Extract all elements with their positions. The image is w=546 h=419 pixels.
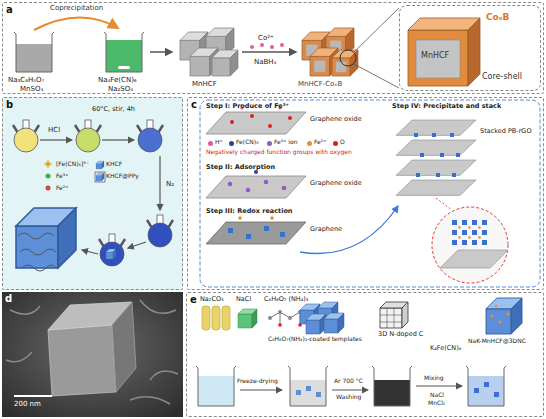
legend-swatch: [208, 141, 213, 146]
label: Ar 700 °C: [334, 378, 363, 385]
label: 60°C, stir, 4h: [92, 106, 135, 113]
label: Negatively charged function groups with …: [206, 149, 352, 156]
legend-text: [Fe(CN)₆]³⁻: [56, 161, 89, 168]
label: NaK-MnHCF@3DNC: [468, 338, 526, 345]
legend-text: Fe(CN)₆: [236, 139, 259, 146]
label: C₆H₈O₇ (NH₄)₃: [264, 296, 308, 303]
label: Step I: Produce of Fe³⁺: [206, 103, 289, 110]
panel-frame: b: [2, 97, 183, 290]
label: Graphene oxide: [310, 180, 362, 187]
panel-frame: e: [186, 292, 544, 417]
legend-swatch: [229, 141, 234, 146]
label: C₆H₈O₇(NH₄)₃-coated templates: [268, 336, 362, 343]
label: 3D N-doped C: [378, 331, 423, 338]
label: NaBH₄: [254, 58, 276, 66]
panel-letter: e: [190, 294, 197, 306]
legend-swatch: [267, 141, 272, 146]
label: NaCl: [430, 392, 444, 399]
shell-label: CoₓB: [486, 12, 509, 22]
label: NaCl: [236, 296, 251, 303]
label: Na₃C₆H₅O₇: [8, 76, 44, 84]
legend-swatch: [307, 141, 312, 146]
legend-text: Fe³⁺: [56, 173, 68, 180]
panel-letter: c: [191, 99, 197, 111]
label: Na₂SO₄: [108, 85, 133, 93]
label: Step II: Adsorption: [206, 164, 275, 171]
label: MnHCF: [192, 80, 217, 88]
label: Coprecipitation: [50, 4, 103, 12]
label: Na₄Fe(CN)₆: [98, 76, 137, 84]
label: Graphene: [310, 226, 342, 233]
label: Co²⁺: [258, 34, 274, 42]
label: Mixing: [424, 375, 444, 382]
label: HCl: [48, 126, 60, 134]
label: Graphene oxide: [310, 116, 362, 123]
label: Step III: Redox reaction: [206, 208, 293, 215]
core-shell-inset: CoₓB MnHCF Core-shell: [399, 5, 541, 91]
legend-text: Fe²⁺: [314, 139, 326, 146]
label: N₂: [166, 180, 174, 188]
legend-text: O: [340, 139, 345, 146]
core-label: MnHCF: [421, 51, 449, 60]
label: Freeze-drying: [237, 378, 278, 385]
panel-frame: c: [187, 97, 544, 290]
legend-text: H⁺: [215, 139, 223, 146]
legend-text: KHCF: [106, 161, 122, 168]
label: MnHCF-CoₓB: [298, 80, 342, 88]
panel-letter: d: [5, 293, 12, 305]
panel-frame: aCoₓB MnHCF Core-shell: [2, 2, 544, 94]
label: K₄Fe(CN)₆: [430, 345, 461, 352]
label: Na₂CO₃: [200, 296, 224, 303]
sem-image-panel: d: [2, 292, 183, 417]
legend-text: Fe²⁺: [56, 185, 68, 192]
panel-letter: a: [6, 4, 13, 16]
label: MnCl₂: [428, 400, 445, 407]
legend-text: KHCF@PPy: [106, 173, 139, 180]
label: 200 nm: [14, 400, 41, 408]
legend-swatch: [333, 141, 338, 146]
label: MnSO₄: [20, 85, 43, 93]
label: Step IV: Precipitate and stack: [392, 103, 501, 110]
label: Stacked PB-rGO: [480, 128, 532, 135]
panel-letter: b: [6, 99, 13, 111]
label: Washing: [336, 394, 361, 401]
legend-text: Fe³⁺ ion: [274, 139, 297, 146]
inset-caption: Core-shell: [482, 72, 522, 81]
